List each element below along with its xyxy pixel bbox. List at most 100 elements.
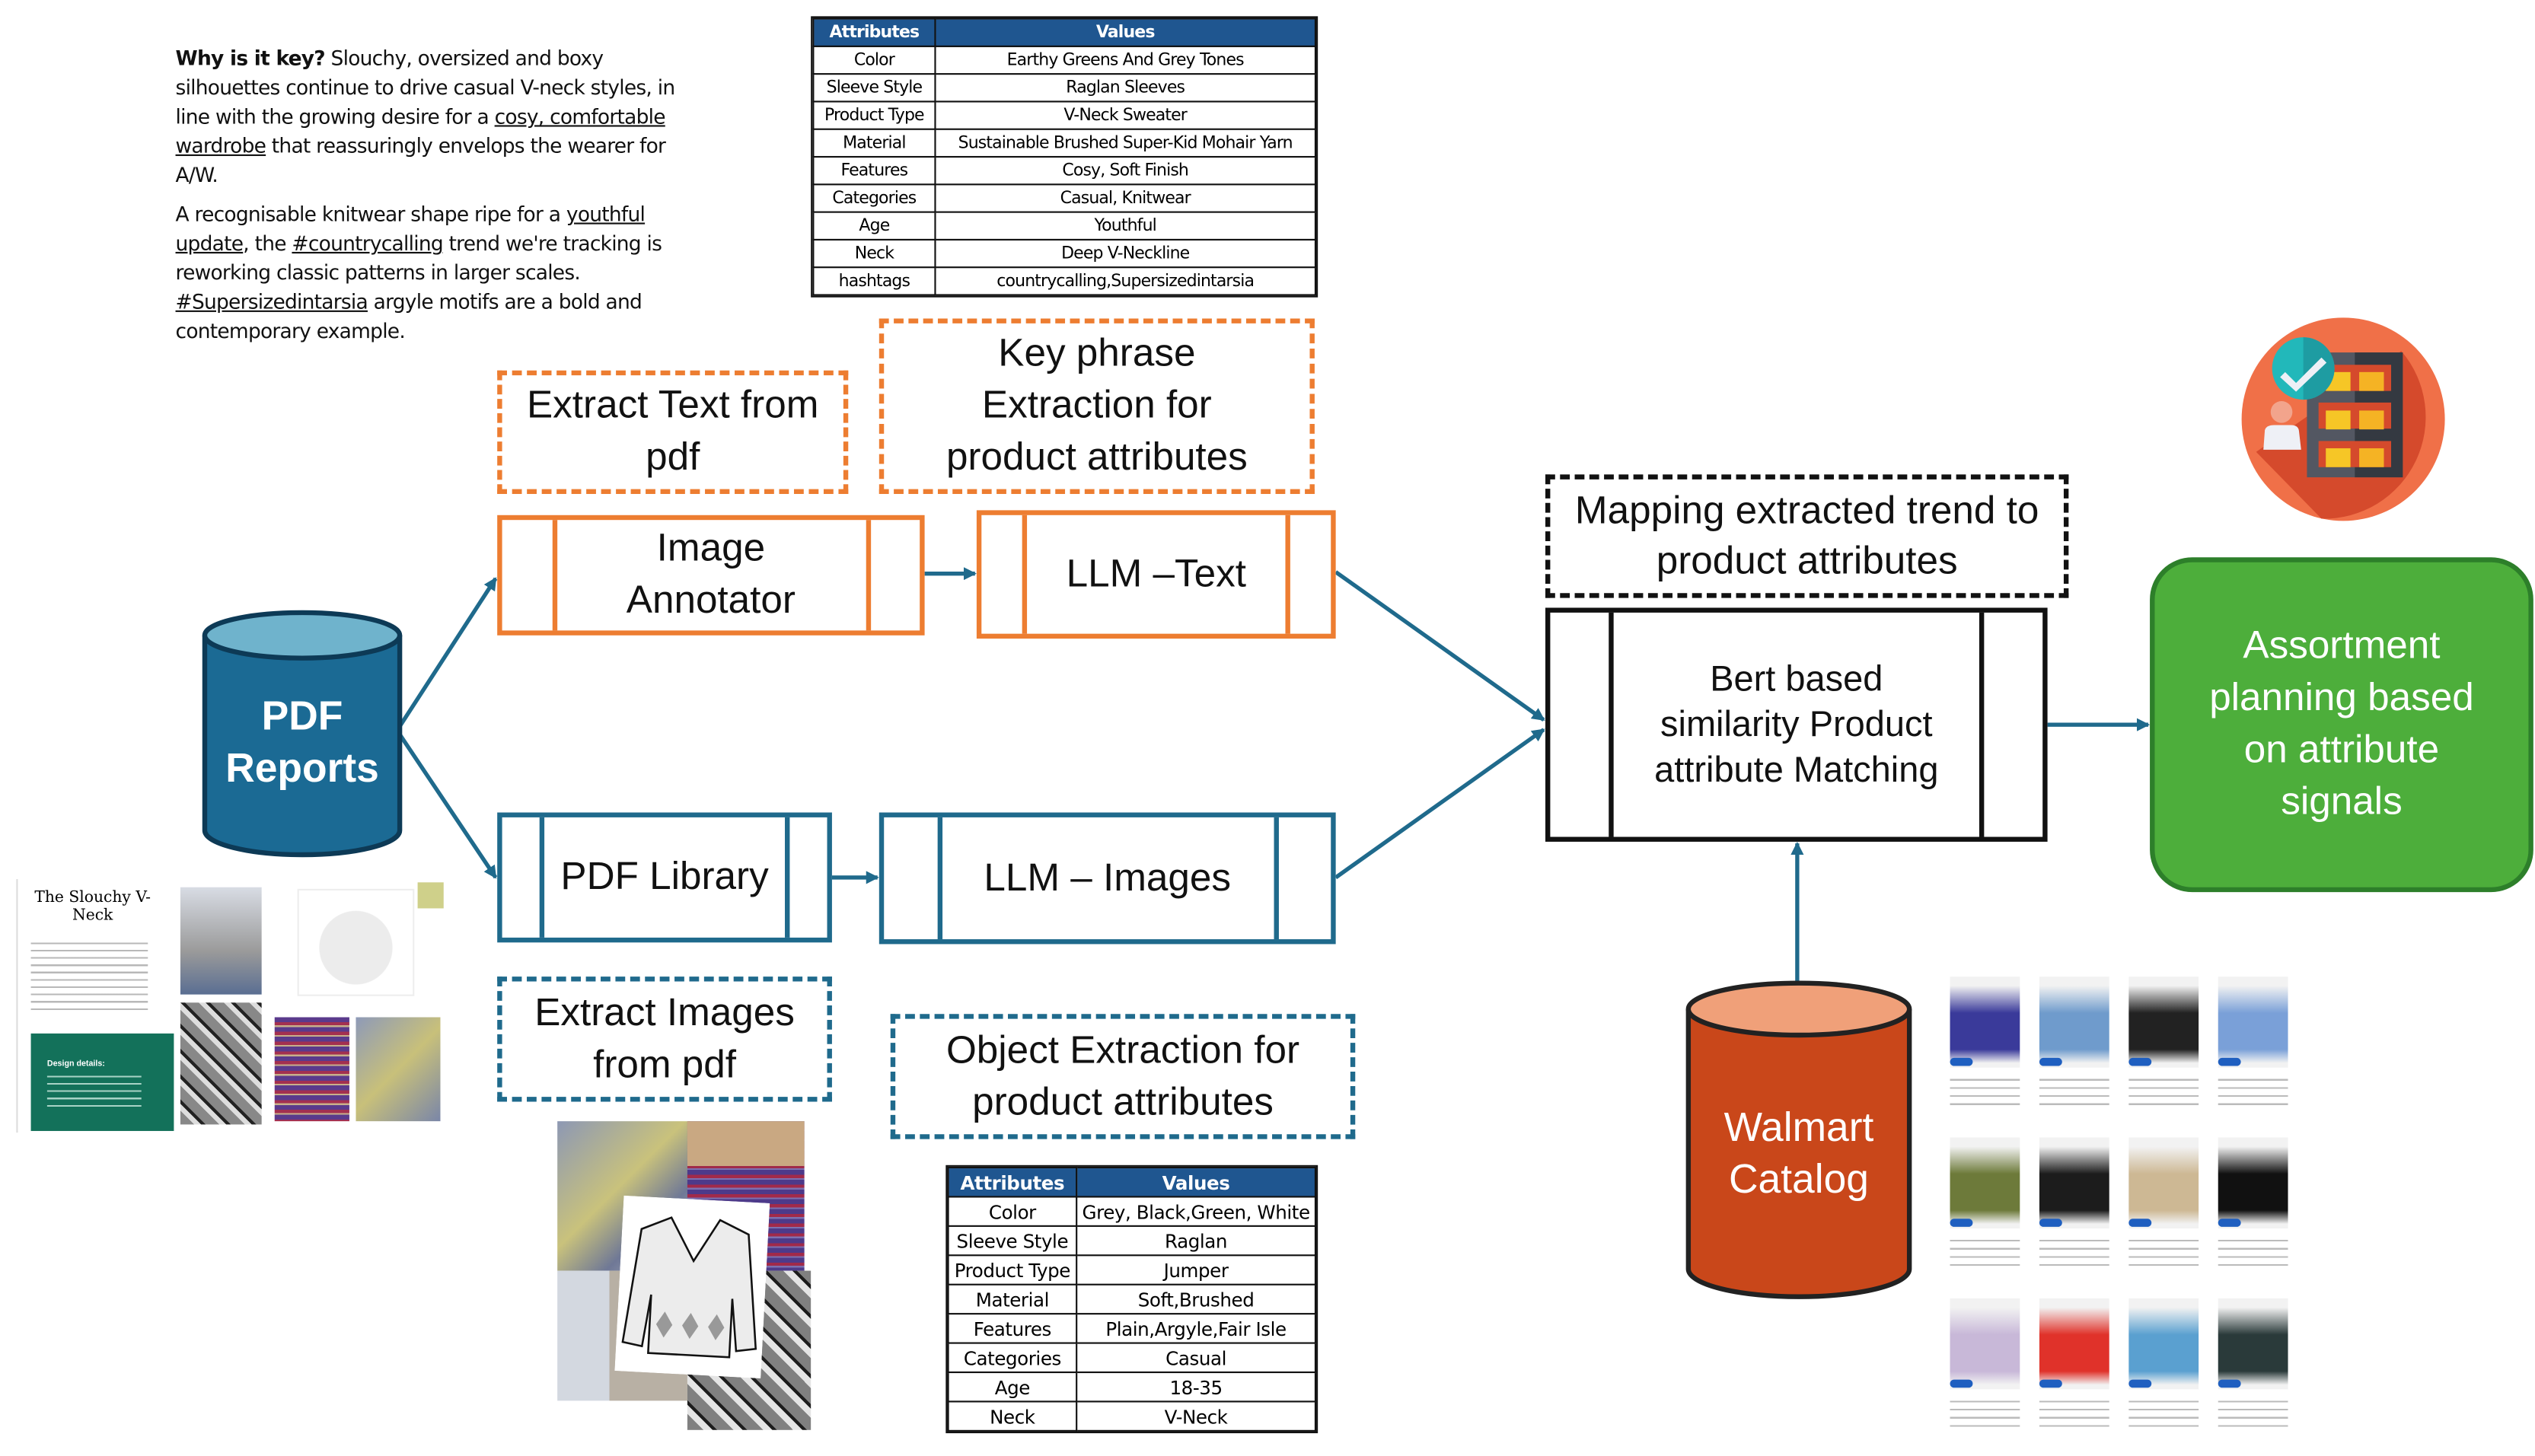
attribute-name: Material [812, 128, 936, 158]
pdf-reports-database-icon [202, 610, 403, 858]
trend-description-text: Why is it key? Slouchy, oversized and bo… [176, 44, 683, 356]
attribute-name: Features [947, 1313, 1078, 1344]
attribute-name: Sleeve Style [812, 73, 936, 103]
product-tile[interactable] [2128, 1298, 2199, 1450]
product-info-lines [1950, 1397, 2020, 1430]
product-tile[interactable] [2039, 977, 2109, 1128]
attribute-name: Product Type [947, 1254, 1078, 1286]
link-cosy-wardrobe[interactable]: cosy, comfortable wardrobe [175, 104, 666, 158]
product-tile[interactable] [2039, 1137, 2109, 1289]
product-tile[interactable] [1950, 1298, 2020, 1450]
attribute-value: V-Neck Sweater [934, 100, 1317, 130]
attribute-name: Features [812, 155, 936, 186]
product-image [2218, 977, 2288, 1068]
pdf-library-label: PDF Library [560, 855, 769, 899]
options-button[interactable] [1950, 1057, 1973, 1066]
options-button[interactable] [2218, 1219, 2241, 1227]
arrow-llm-images-to-bert [1334, 728, 1545, 880]
attribute-value: Raglan Sleeves [934, 73, 1317, 103]
product-tile[interactable] [2218, 1137, 2288, 1289]
text-span: A recognisable knitwear shape ripe for a [175, 201, 566, 226]
product-info-lines [2039, 1397, 2109, 1430]
product-info-lines [2039, 1075, 2109, 1109]
options-button[interactable] [1950, 1379, 1973, 1388]
product-tile[interactable] [2128, 977, 2199, 1128]
options-button[interactable] [2128, 1057, 2152, 1066]
llm-images-process[interactable]: LLM – Images [878, 812, 1336, 945]
image-annotator-label: Image Annotator [626, 526, 796, 623]
attribute-value: Jumper [1076, 1254, 1317, 1286]
attribute-value: Casual, Knitwear [934, 183, 1317, 213]
attribute-name: Neck [812, 238, 936, 269]
options-button[interactable] [2039, 1379, 2062, 1388]
product-info-lines [2218, 1397, 2288, 1430]
attribute-name: Color [947, 1196, 1078, 1227]
mapping-trend-note: Mapping extracted trend to product attri… [1545, 474, 2069, 598]
options-button[interactable] [2039, 1057, 2062, 1066]
pdf-report-thumbnail: The Slouchy V-Neck Design details: [16, 879, 449, 1133]
accent-square [417, 882, 444, 909]
attribute-value: Raglan [1076, 1225, 1317, 1257]
product-tile[interactable] [2128, 1137, 2199, 1289]
product-image [1950, 1137, 2020, 1229]
options-button[interactable] [2128, 1219, 2152, 1227]
attribute-name: Neck [947, 1400, 1078, 1432]
sketch-v-neck-sweater [614, 1195, 770, 1379]
link-countrycalling[interactable]: #countrycalling [292, 231, 443, 256]
options-button[interactable] [2128, 1379, 2152, 1388]
text-span: that reassuringly envelops the wearer fo… [175, 133, 666, 187]
attribute-value: Cosy, Soft Finish [934, 155, 1317, 186]
link-supersizedintarsia[interactable]: #Supersizedintarsia [175, 289, 368, 314]
llm-text-process[interactable]: LLM –Text [976, 510, 1336, 639]
options-button[interactable] [2218, 1057, 2241, 1066]
attribute-name: Material [947, 1283, 1078, 1315]
assortment-planning-output[interactable]: Assortment planning based on attribute s… [2150, 557, 2533, 893]
image-annotator-process[interactable]: Image Annotator [497, 515, 925, 636]
sketch-v-neck-sweater [297, 888, 415, 996]
attribute-value: Sustainable Brushed Super-Kid Mohair Yar… [934, 128, 1317, 158]
attribute-value: Soft,Brushed [1076, 1283, 1317, 1315]
attribute-name: Categories [947, 1342, 1078, 1374]
product-tile[interactable] [2218, 977, 2288, 1128]
arrow-pdf-to-annotator [397, 577, 498, 728]
product-info-lines [2128, 1236, 2199, 1270]
product-image [2128, 977, 2199, 1068]
bert-similarity-matching-process[interactable]: Bert based similarity Product attribute … [1545, 607, 2048, 842]
pdf-library-process[interactable]: PDF Library [497, 812, 832, 943]
product-info-lines [2128, 1397, 2199, 1430]
attribute-value: 18-35 [1076, 1371, 1317, 1403]
photo-argyle-jumper [180, 1002, 262, 1125]
pdf-reports-label: PDF Reports [225, 693, 379, 792]
product-image [2039, 1298, 2109, 1390]
why-key-label: Why is it key? [175, 45, 326, 70]
table-header-values: Values [1076, 1166, 1317, 1198]
attribute-value: countrycalling,Supersizedintarsia [934, 266, 1317, 296]
product-image [1950, 977, 2020, 1068]
object-extraction-note: Object Extraction for product attributes [890, 1014, 1356, 1139]
attribute-value: V-Neck [1076, 1400, 1317, 1432]
product-tile[interactable] [1950, 977, 2020, 1128]
attribute-value: Earthy Greens And Grey Tones [934, 45, 1317, 75]
bert-matching-label: Bert based similarity Product attribute … [1654, 658, 1939, 790]
product-tile[interactable] [2039, 1298, 2109, 1450]
product-tile[interactable] [2218, 1298, 2288, 1450]
attribute-value: Deep V-Neckline [934, 238, 1317, 269]
product-tile[interactable] [1950, 1137, 2020, 1289]
arrow-llm-text-to-bert [1334, 570, 1545, 722]
link-youthful-update[interactable]: youthful update [175, 201, 646, 256]
walmart-catalog-database-icon [1685, 980, 1912, 1299]
options-button[interactable] [2218, 1379, 2241, 1388]
options-button[interactable] [1950, 1219, 1973, 1227]
options-button[interactable] [2039, 1219, 2062, 1227]
